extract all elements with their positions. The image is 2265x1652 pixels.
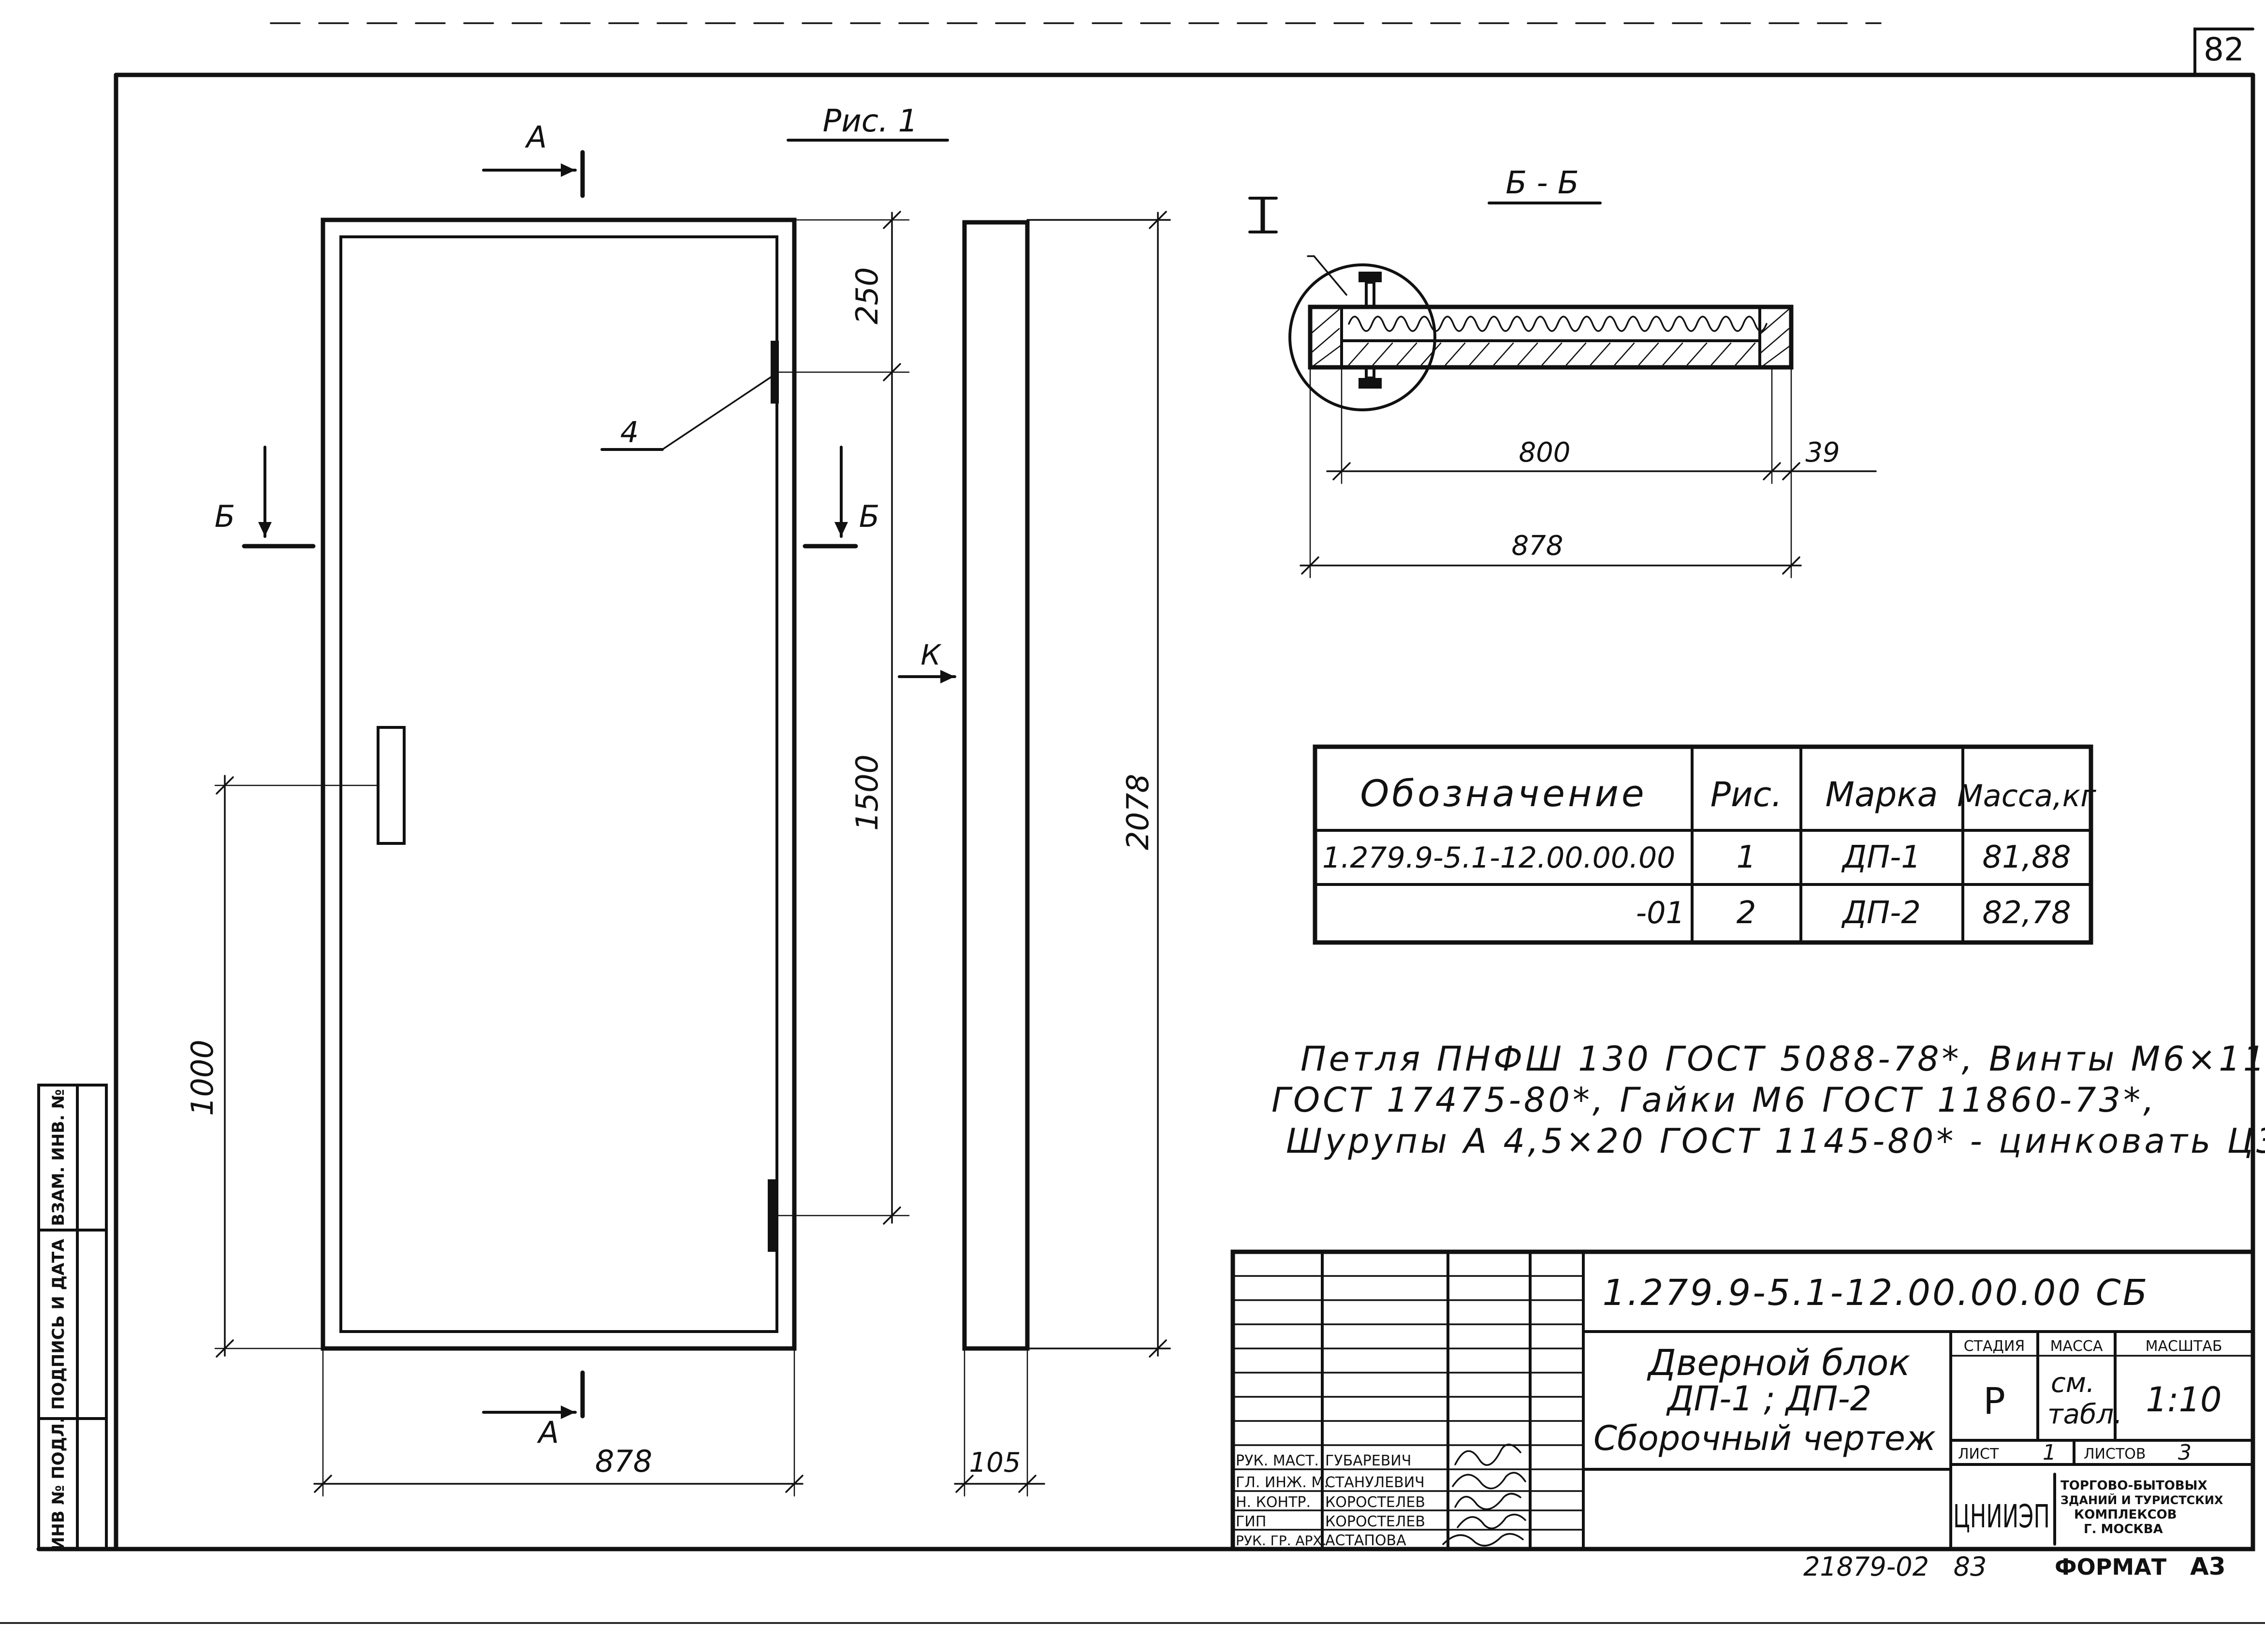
sheets-value: 3 (2178, 1440, 2192, 1465)
signatures (1442, 1444, 1526, 1547)
spec-row2-designation: -01 (1636, 895, 1685, 930)
archive-number: 21879-02 (1803, 1551, 1929, 1582)
section-a-bottom: А (537, 1415, 559, 1450)
item-name-line-3: Сборочный чертеж (1593, 1419, 1936, 1458)
section-b-left: Б (215, 499, 235, 534)
org-line-3: КОМПЛЕКСОВ (2074, 1507, 2177, 1522)
spec-header-mass: Масса,кг (1957, 778, 2096, 813)
dim-1000: 1000 (185, 1040, 220, 1116)
stage-label: СТАДИЯ (1964, 1338, 2025, 1355)
item-name-line-2: ДП-1 ; ДП-2 (1666, 1379, 1871, 1419)
dim-878-front: 878 (595, 1444, 652, 1479)
dim-39: 39 (1805, 437, 1840, 468)
dim-250: 250 (849, 267, 885, 324)
note-line-3: Шурупы А 4,5×20 ГОСТ 1145-80* - цинковат… (1286, 1121, 2265, 1161)
org-logo: ЦНИИЭП (1953, 1498, 2050, 1535)
dim-door-width (313, 1348, 804, 1497)
callout-label: 4 (620, 416, 639, 449)
staff-role-5: РУК. ГР. АРХ. (1236, 1533, 1327, 1549)
dim-1500: 1500 (849, 754, 885, 831)
dim-handle-height (214, 775, 379, 1358)
item-name-line-1: Дверной блок (1647, 1342, 1910, 1384)
hinge-bottom (768, 1179, 776, 1252)
spec-row2-mass: 82,78 (1982, 895, 2071, 931)
org-line-4: Г. МОСКВА (2084, 1522, 2163, 1536)
spec-header-designation: Обозначение (1360, 772, 1647, 815)
sheet-label: ЛИСТ (1958, 1446, 1999, 1463)
scale-label: МАСШТАБ (2146, 1338, 2222, 1355)
door-side-view (898, 211, 1171, 1497)
spec-header-figure: Рис. (1710, 775, 1782, 814)
spec-row1-designation: 1.279.9-5.1-12.00.00.00 (1322, 841, 1675, 875)
dim-800: 800 (1519, 437, 1571, 468)
spec-row1-figure: 1 (1737, 840, 1756, 875)
spec-row1-mark: ДП-1 (1841, 840, 1921, 875)
dim-2078: 2078 (1120, 774, 1155, 850)
scale-value: 1:10 (2146, 1380, 2221, 1420)
side-stamp-replace: ВЗАМ. ИНВ. № (49, 1089, 68, 1226)
mass-value-line-2: табл. (2047, 1399, 2122, 1430)
section-a-marks (482, 150, 585, 1419)
org-line-1: ТОРГОВО-БЫТОВЫХ (2060, 1478, 2207, 1493)
staff-role-4: ГИП (1236, 1513, 1266, 1530)
section-b-marks (242, 446, 858, 549)
dim-chain-right (775, 211, 910, 1225)
sheets-label: ЛИСТОВ (2084, 1446, 2146, 1463)
staff-name-4: КОРОСТЕЛЕВ (1325, 1513, 1425, 1530)
staff-role-2: ГЛ. ИНЖ. М. (1236, 1474, 1329, 1491)
section-bb-drawing (1288, 255, 1877, 579)
spec-row1-mass: 81,88 (1982, 840, 2071, 875)
side-stamp-signature: ПОДПИСЬ И ДАТА (49, 1238, 68, 1409)
staff-name-3: КОРОСТЕЛЕВ (1325, 1494, 1425, 1511)
hinge-top (771, 341, 779, 404)
sheet-number: 82 (2204, 31, 2244, 68)
format-value: А3 (2190, 1552, 2226, 1580)
mass-label: МАССА (2050, 1338, 2103, 1355)
footer-page: 83 (1954, 1551, 1987, 1582)
section-a-top: А (525, 119, 547, 155)
staff-role-3: Н. КОНТР. (1236, 1494, 1311, 1511)
sheet-value: 1 (2043, 1440, 2056, 1465)
stage-value: Р (1983, 1379, 2005, 1422)
dim-878-section: 878 (1512, 530, 1564, 562)
title-block (1230, 1249, 2255, 1551)
spec-row2-mark: ДП-2 (1841, 895, 1921, 931)
format-label: ФОРМАТ (2055, 1554, 2167, 1580)
section-b-right: Б (859, 499, 880, 534)
side-stamp-inv: ИНВ № ПОДЛ. (49, 1417, 68, 1551)
staff-role-1: РУК. МАСТ. (1236, 1452, 1319, 1469)
staff-name-1: ГУБАРЕВИЧ (1325, 1452, 1411, 1469)
staff-name-5: АСТАПОВА (1325, 1532, 1406, 1549)
view-k-label: К (921, 638, 942, 671)
note-line-1: Петля ПНФШ 130 ГОСТ 5088-78*, Винты М6×1… (1301, 1039, 2265, 1079)
section-bb-title: Б - Б (1505, 165, 1579, 201)
figure-title: Рис. 1 (823, 103, 918, 139)
staff-name-2: СТАНУЛЕВИЧ (1325, 1474, 1425, 1491)
spec-table (1313, 744, 2093, 945)
side-stamp (37, 1084, 108, 1551)
door-handle (377, 726, 406, 845)
document-code: 1.279.9-5.1-12.00.00.00 СБ (1603, 1272, 2149, 1314)
callout-leader (600, 376, 772, 451)
dim-105: 105 (969, 1447, 1021, 1478)
note-line-2: ГОСТ 17475-80*, Гайки М6 ГОСТ 11860-73*, (1271, 1080, 2157, 1120)
org-line-2: ЗДАНИЙ И ТУРИСТСКИХ (2060, 1493, 2223, 1507)
spec-row2-figure: 2 (1737, 895, 1756, 931)
door-front-view (321, 217, 797, 1351)
mass-value-line-1: см. (2051, 1367, 2095, 1399)
spec-header-mark: Марка (1826, 775, 1938, 814)
